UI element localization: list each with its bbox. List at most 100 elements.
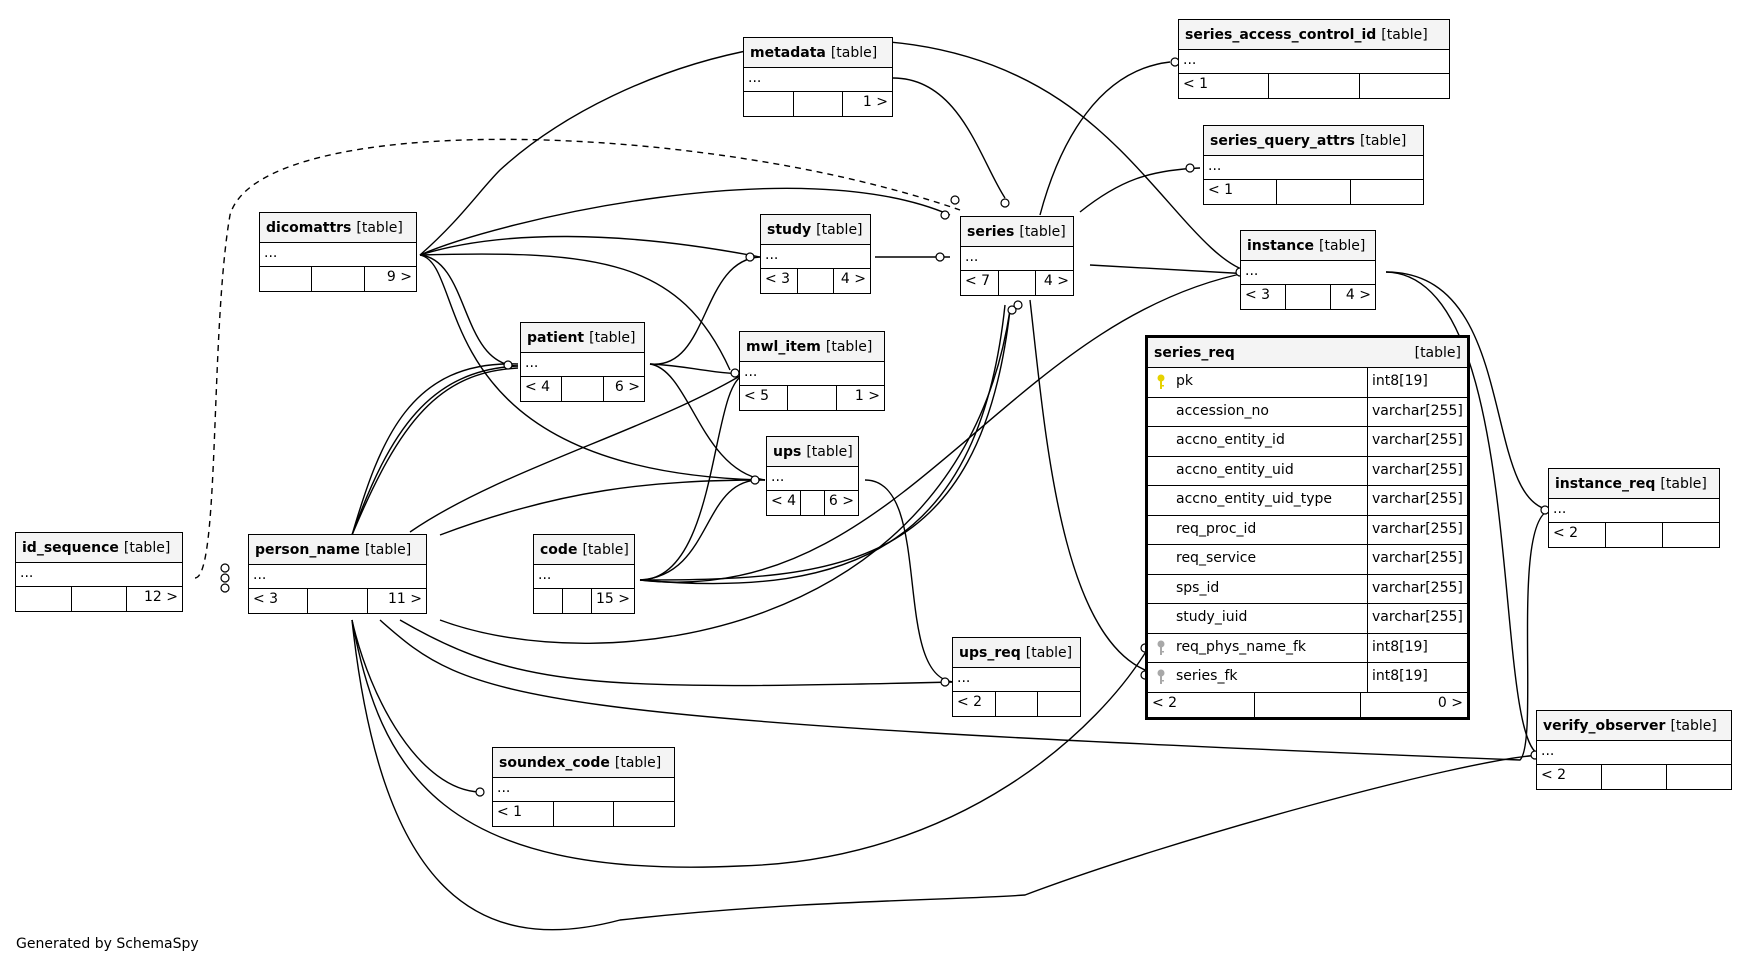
table-name: person_name: [255, 541, 360, 558]
children-count: 4 >: [1345, 287, 1371, 303]
table-code[interactable]: code[table] ... 15 >: [533, 534, 635, 614]
parents-count: [16, 587, 72, 611]
column-name: req_phys_name_fk: [1176, 638, 1307, 655]
column-name: pk: [1176, 373, 1193, 389]
column-count: [999, 271, 1037, 295]
columns-ellipsis: ...: [1549, 499, 1719, 523]
columns-ellipsis: ...: [534, 565, 634, 589]
table-tag: [table]: [614, 754, 662, 771]
table-tag: [table]: [582, 541, 629, 558]
table-name: code: [540, 541, 578, 558]
table-name: study: [767, 221, 812, 238]
children-count: 6 >: [614, 379, 640, 395]
column-type: varchar[255]: [1372, 520, 1463, 537]
table-tag: [table]: [589, 329, 636, 346]
children-count: [1667, 765, 1731, 789]
column-count: [308, 589, 368, 613]
table-verify-observer[interactable]: verify_observer[table] ... < 2: [1536, 710, 1732, 790]
column-count: [1602, 765, 1667, 789]
children-count: 0 >: [1437, 694, 1464, 711]
table-name: series: [967, 223, 1015, 240]
table-tag: [table]: [1359, 132, 1407, 149]
table-tag: [table]: [1019, 223, 1066, 240]
column-type: int8[19]: [1372, 668, 1428, 684]
table-name: ups: [773, 443, 802, 460]
children-count: [1351, 180, 1423, 204]
parents-count: [260, 267, 313, 291]
table-name: dicomattrs: [266, 219, 352, 236]
table-name: series_req: [1154, 344, 1235, 361]
table-tag: [table]: [1025, 644, 1073, 661]
table-tag: [table]: [806, 443, 853, 460]
parents-count: < 4: [521, 377, 563, 401]
columns-ellipsis: ...: [493, 778, 674, 802]
columns-ellipsis: ...: [767, 467, 858, 491]
table-name: id_sequence: [22, 539, 119, 556]
table-dicomattrs[interactable]: dicomattrs[table] ... 9 >: [259, 212, 417, 292]
columns-ellipsis: ...: [744, 68, 892, 92]
column-count: [562, 377, 604, 401]
table-tag: [table]: [825, 338, 873, 355]
table-id-sequence[interactable]: id_sequence[table] ... 12 >: [15, 532, 183, 612]
table-name: ups_req: [959, 644, 1021, 661]
columns-ellipsis: ...: [260, 243, 416, 267]
columns-ellipsis: ...: [1241, 261, 1375, 285]
children-count: [614, 802, 674, 826]
parents-count: < 2: [953, 692, 996, 716]
table-tag: [table]: [1414, 344, 1461, 361]
children-count: 15 >: [596, 591, 630, 607]
table-name: instance_req: [1555, 475, 1656, 492]
table-metadata[interactable]: metadata[table] ... 1 >: [743, 37, 893, 117]
column-name: accno_entity_uid_type: [1176, 491, 1332, 507]
table-name: verify_observer: [1543, 717, 1666, 734]
parents-count: [534, 589, 563, 613]
column-type: varchar[255]: [1372, 402, 1463, 419]
columns-ellipsis: ...: [249, 565, 426, 589]
column-type: varchar[255]: [1372, 609, 1463, 625]
generated-by-credit: Generated by SchemaSpy: [16, 936, 199, 952]
column-row[interactable]: accno_entity_uid_type varchar[255]: [1148, 486, 1467, 516]
children-count: 4 >: [1043, 273, 1070, 289]
table-instance-req[interactable]: instance_req[table] ... < 2: [1548, 468, 1720, 548]
columns-ellipsis: ...: [16, 563, 182, 587]
table-tag: [table]: [1670, 717, 1717, 734]
table-tag: [table]: [1660, 475, 1707, 492]
table-soundex-code[interactable]: soundex_code[table] ... < 1: [492, 747, 675, 827]
column-type: varchar[255]: [1372, 491, 1463, 507]
table-name: mwl_item: [746, 338, 821, 355]
table-series-query-attrs[interactable]: series_query_attrs[table] ... < 1: [1203, 125, 1424, 205]
column-name: accno_entity_id: [1176, 432, 1285, 448]
table-name: soundex_code: [499, 754, 610, 771]
columns-ellipsis: ...: [961, 247, 1073, 271]
table-name: series_query_attrs: [1210, 132, 1355, 149]
columns-ellipsis: ...: [1179, 50, 1449, 74]
children-count: 11 >: [387, 591, 422, 607]
parents-count: < 1: [1204, 180, 1278, 204]
columns-ellipsis: ...: [953, 668, 1080, 692]
children-count: 1 >: [862, 94, 889, 110]
children-count: 9 >: [386, 269, 412, 285]
table-series-access-control-id[interactable]: series_access_control_id[table] ... < 1: [1178, 19, 1450, 99]
column-count: [798, 269, 835, 293]
table-name: patient: [527, 329, 585, 346]
table-ups-req[interactable]: ups_req[table] ... < 2: [952, 637, 1081, 717]
